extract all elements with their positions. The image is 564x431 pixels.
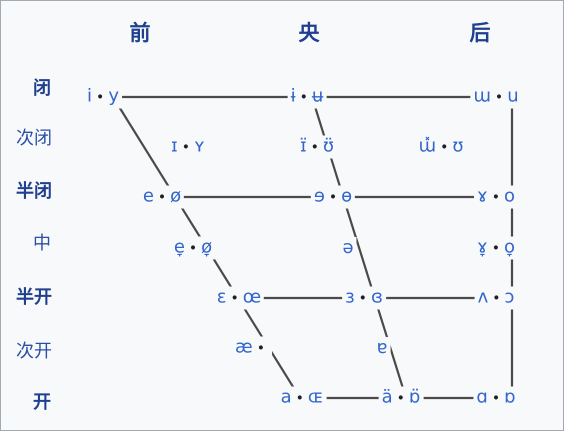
vowel-pair-open-mid-central[interactable]: ɜ•ɞ xyxy=(342,286,386,310)
vowel-pair-mid-front[interactable]: e̞•ø̞ xyxy=(170,236,216,260)
vowel-close-back-unrounded[interactable]: ɯ xyxy=(473,85,491,107)
vowel-dot: • xyxy=(230,290,239,307)
vowel-open-mid-back-rounded[interactable]: ɔ xyxy=(504,286,515,308)
column-header-central: 央 xyxy=(298,21,320,45)
vowel-open-front-unrounded[interactable]: a xyxy=(280,386,292,408)
vowel-dot: • xyxy=(181,139,190,156)
vowel-pair-close-mid-front[interactable]: e•ø xyxy=(139,185,185,209)
vowel-dot: • xyxy=(256,340,265,357)
vowel-close-mid-central-unrounded[interactable]: ɘ xyxy=(313,185,325,207)
vowel-mid-front-unrounded[interactable]: e̞ xyxy=(173,236,185,258)
vowel-mid-central[interactable]: ə xyxy=(339,237,357,259)
row-header-near-open: 次开 xyxy=(16,341,52,362)
vowel-pair-open-front[interactable]: a•ɶ xyxy=(277,386,327,410)
vowel-close-front-unrounded[interactable]: i xyxy=(87,85,93,107)
vowel-near-close-central-unrounded[interactable]: ɪ̈ xyxy=(299,135,307,157)
vowel-close-mid-central-rounded[interactable]: ɵ xyxy=(341,185,353,207)
vowel-dot: • xyxy=(157,189,167,206)
vowel-mid-back-unrounded[interactable]: ɤ̞ xyxy=(476,236,488,258)
vowel-near-close-front-unrounded[interactable]: ɪ xyxy=(171,135,178,157)
vowel-pair-near-close-central[interactable]: ɪ̈•ʊ̈ xyxy=(296,135,338,159)
vowel-pair-open-back[interactable]: ɑ•ɒ xyxy=(473,386,519,410)
row-header-close-mid: 半闭 xyxy=(16,181,52,202)
vowel-open-mid-central-rounded[interactable]: ɞ xyxy=(370,286,383,308)
vowel-near-open-central[interactable]: ɐ xyxy=(373,337,391,359)
vowel-dot: • xyxy=(295,390,304,407)
vowel-dot: • xyxy=(494,89,504,106)
vowel-near-close-back-unrounded[interactable]: ɯ̽ xyxy=(418,135,437,157)
vowel-open-back-rounded[interactable]: ɒ xyxy=(504,386,516,408)
vowel-open-central-unrounded[interactable]: ä xyxy=(381,386,393,408)
vowel-dot: • xyxy=(440,139,449,156)
vowel-near-close-back-rounded[interactable]: ʊ xyxy=(452,135,464,157)
vowel-dot: • xyxy=(491,240,500,257)
vowel-pair-mid-back[interactable]: ɤ̞•o̞ xyxy=(473,236,519,260)
vowel-dot: • xyxy=(299,89,308,106)
row-header-mid: 中 xyxy=(33,233,51,254)
vowel-dot: • xyxy=(491,390,501,407)
vowel-pair-open-central[interactable]: ä•ɒ̈ xyxy=(378,386,424,410)
vowel-open-back-unrounded[interactable]: ɑ xyxy=(476,386,488,408)
vowel-open-mid-front-rounded[interactable]: œ xyxy=(242,286,262,308)
vowel-dot: • xyxy=(188,240,198,257)
vowel-dot: • xyxy=(396,390,405,407)
vowel-near-close-central-rounded[interactable]: ʊ̈ xyxy=(322,135,335,157)
vowel-open-mid-central-unrounded[interactable]: ɜ xyxy=(345,286,355,308)
vowel-open-mid-back-unrounded[interactable]: ʌ xyxy=(477,286,489,308)
vowel-open-front-rounded[interactable]: ɶ xyxy=(307,386,324,408)
vowel-pair-close-back[interactable]: ɯ•u xyxy=(470,85,522,109)
vowel-near-close-front-rounded[interactable]: ʏ xyxy=(193,135,205,157)
vowel-close-mid-back-rounded[interactable]: o xyxy=(503,185,516,207)
vowel-close-back-rounded[interactable]: u xyxy=(507,85,519,107)
vowel-pair-close-central[interactable]: ɨ•ʉ xyxy=(287,85,327,109)
vowel-pair-close-front[interactable]: i•y xyxy=(84,85,122,109)
vowel-mid-back-rounded[interactable]: o̞ xyxy=(503,236,516,258)
row-header-close: 闭 xyxy=(33,78,51,99)
vowel-open-mid-front-unrounded[interactable]: ɛ xyxy=(216,286,227,308)
vowel-dot: • xyxy=(310,139,319,156)
vowel-pair-near-close-back[interactable]: ɯ̽•ʊ xyxy=(415,135,467,159)
column-header-front: 前 xyxy=(129,21,151,45)
vowel-close-central-rounded[interactable]: ʉ xyxy=(311,85,324,107)
vowel-dot: • xyxy=(358,290,367,307)
column-header-back: 后 xyxy=(469,21,491,45)
vowel-near-open-front[interactable]: æ• xyxy=(232,336,272,360)
vowel-pair-near-close-front[interactable]: ɪ•ʏ xyxy=(168,135,208,159)
vowel-pair-open-mid-front[interactable]: ɛ•œ xyxy=(213,286,265,310)
vowel-close-mid-front-unrounded[interactable]: e xyxy=(142,185,154,207)
vowel-pair-close-mid-back[interactable]: ɤ•o xyxy=(473,185,519,209)
vowel-mid-front-rounded[interactable]: ø̞ xyxy=(201,236,213,258)
row-header-open: 开 xyxy=(33,392,51,413)
vowel-dot: • xyxy=(492,290,501,307)
vowel-dot: • xyxy=(491,189,500,206)
vowel-close-front-rounded[interactable]: y xyxy=(108,85,119,107)
vowel-close-central-unrounded[interactable]: ɨ xyxy=(290,85,296,107)
row-header-near-close: 次闭 xyxy=(16,128,52,149)
vowel-mid-central-symbol[interactable]: ə xyxy=(342,237,354,258)
vowel-pair-open-mid-back[interactable]: ʌ•ɔ xyxy=(474,286,518,310)
vowel-close-mid-back-unrounded[interactable]: ɤ xyxy=(476,185,488,207)
vowel-dot: • xyxy=(96,89,105,106)
vowel-close-mid-front-rounded[interactable]: ø xyxy=(170,185,182,207)
vowel-open-central-rounded[interactable]: ɒ̈ xyxy=(408,386,421,408)
vowel-dot: • xyxy=(328,189,338,206)
vowel-near-open-central-symbol[interactable]: ɐ xyxy=(376,337,388,358)
vowel-near-open-front-unrounded[interactable]: æ xyxy=(235,336,253,358)
vowel-pair-close-mid-central[interactable]: ɘ•ɵ xyxy=(310,185,356,209)
row-header-open-mid: 半开 xyxy=(16,287,52,308)
